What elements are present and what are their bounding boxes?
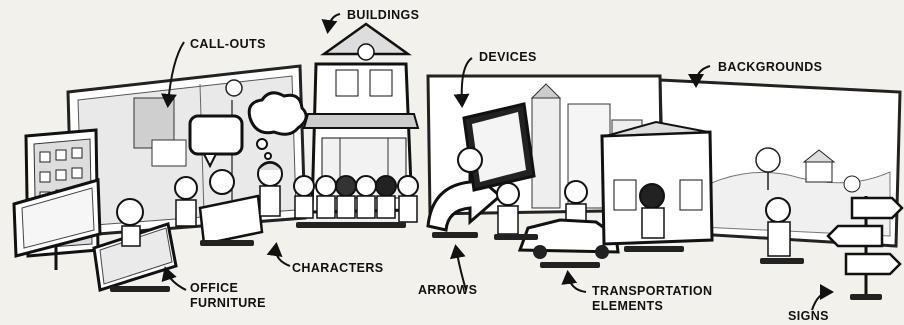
cutout-stands: [110, 222, 882, 300]
house-building-cutout: [302, 22, 420, 214]
callout-arrows: [160, 13, 834, 311]
storefront-building-cutout: [600, 120, 714, 246]
person-right-character: [765, 197, 791, 257]
billboard-sign-cutout: [12, 178, 102, 270]
speech-bubble-cutout: [188, 114, 244, 169]
label-transportation-elements: Transportation Elements: [592, 284, 712, 314]
seated-characters: [174, 169, 264, 246]
standing-characters-row: [293, 175, 419, 223]
label-office-furniture-line2: Furniture: [190, 296, 266, 310]
label-devices: Devices: [479, 50, 537, 64]
engineer-character: [257, 161, 283, 217]
label-transportation-line1: Transportation: [592, 284, 713, 298]
label-call-outs: Call-outs: [190, 37, 266, 51]
direction-signs-cutout: [826, 196, 904, 296]
tablet-device-cutout: [457, 102, 536, 192]
car-cutout: [517, 218, 620, 259]
thought-bubble-cutout: [247, 91, 308, 160]
label-characters: Characters: [292, 261, 384, 275]
label-buildings: Buildings: [347, 8, 420, 22]
office-desk-cutout: [92, 198, 178, 292]
label-office-furniture-line1: Office: [190, 281, 239, 295]
label-signs: Signs: [788, 309, 829, 323]
label-arrows: Arrows: [418, 283, 478, 297]
label-office-furniture: Office Furniture: [190, 281, 266, 311]
label-backgrounds: Backgrounds: [718, 60, 823, 74]
label-transportation-line2: Elements: [592, 299, 664, 313]
